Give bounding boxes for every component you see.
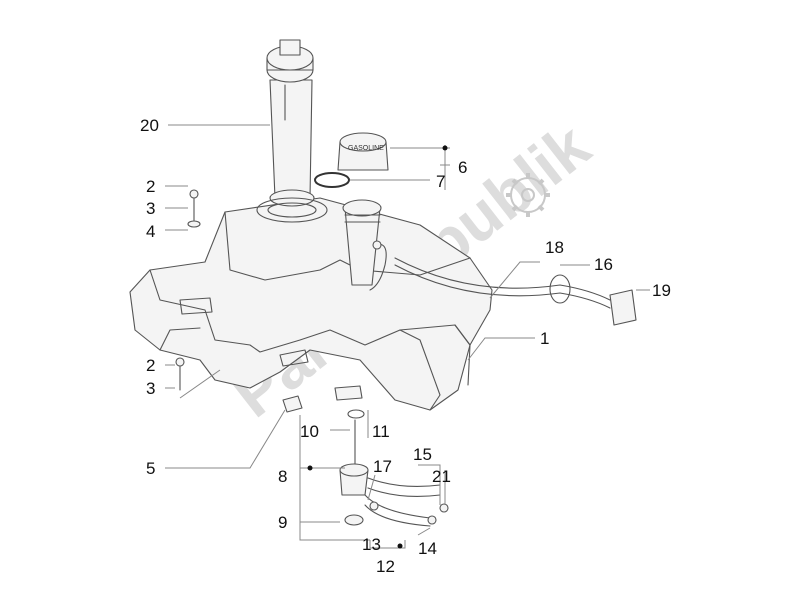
group-dot-8 — [307, 465, 313, 471]
group-dot-6 — [442, 145, 448, 151]
gear-watermark-icon — [506, 173, 550, 217]
group-dot-12 — [397, 543, 403, 549]
cap-label: GASOLINE — [348, 145, 384, 152]
fuel-tank — [129, 197, 493, 411]
callout-3-lower: 3 — [146, 379, 155, 398]
leader-lines — [165, 124, 650, 549]
clip-part — [282, 395, 303, 413]
callout-8: 8 — [278, 467, 287, 486]
fuel-cap: GASOLINE — [337, 132, 389, 171]
callout-7: 7 — [436, 172, 445, 191]
callout-6: 6 — [458, 158, 467, 177]
callout-20: 20 — [140, 116, 159, 135]
callout-21: 21 — [432, 467, 451, 486]
o-ring — [314, 172, 350, 188]
screw-lower — [175, 357, 185, 391]
callout-18: 18 — [545, 238, 564, 257]
callout-19: 19 — [652, 281, 671, 300]
callout-4: 4 — [146, 222, 155, 241]
callout-16: 16 — [594, 255, 613, 274]
callout-2-top: 2 — [146, 177, 155, 196]
callout-10: 10 — [300, 422, 319, 441]
callout-13: 13 — [362, 535, 381, 554]
callout-14: 14 — [418, 539, 437, 558]
callout-12: 12 — [376, 557, 395, 576]
callout-3-top: 3 — [146, 199, 155, 218]
filler-neck — [342, 199, 387, 291]
callout-11: 11 — [372, 422, 390, 441]
callout-9: 9 — [278, 513, 287, 532]
vent-hose — [394, 257, 637, 326]
callout-17: 17 — [373, 457, 392, 476]
callout-15: 15 — [413, 445, 432, 464]
fuel-tap — [334, 385, 449, 527]
callout-5: 5 — [146, 459, 155, 478]
callout-1: 1 — [540, 329, 549, 348]
screw-top — [187, 189, 201, 228]
fuel-pump-tube — [256, 39, 328, 223]
callout-2-lower: 2 — [146, 356, 155, 375]
callouts: 20 2 3 4 2 3 5 6 7 1 18 16 19 10 11 8 17… — [140, 116, 671, 576]
